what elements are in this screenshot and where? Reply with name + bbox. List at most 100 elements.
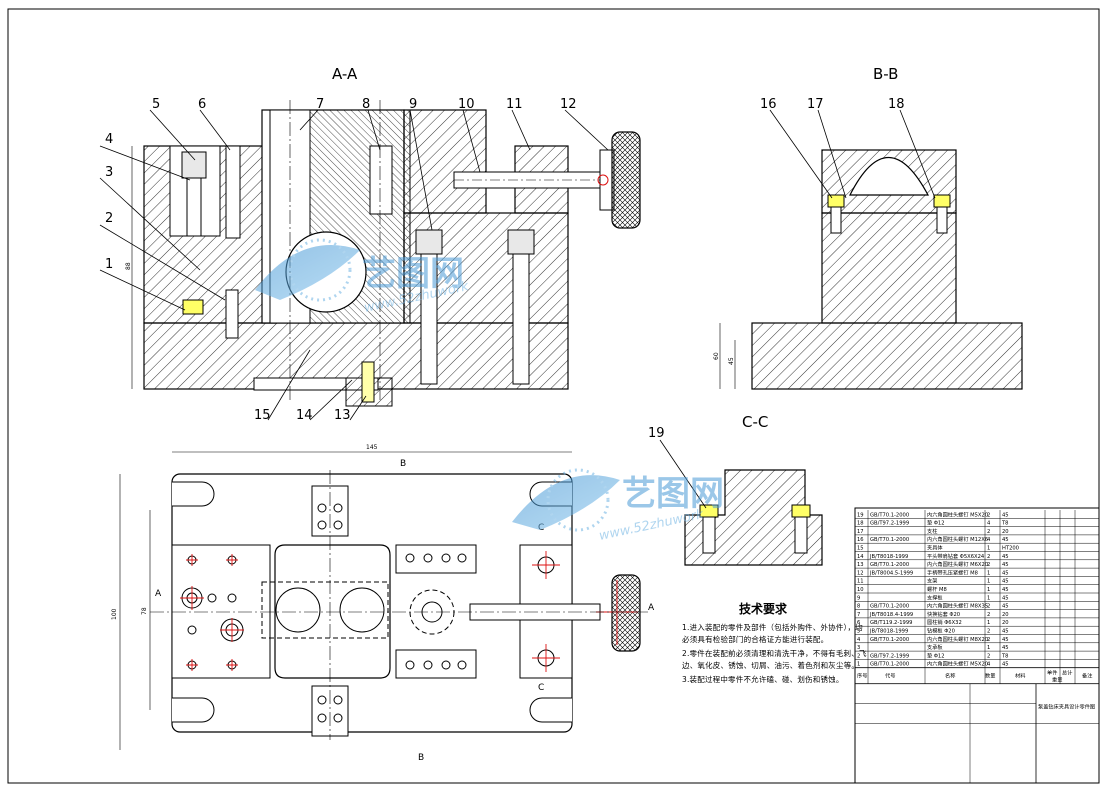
balloon-16: 16 [760, 97, 777, 112]
bom-cell: 4 [987, 537, 991, 543]
bom-cell: 10 [857, 587, 864, 593]
bom-cell: 45 [1002, 587, 1009, 593]
bom-cell: 垫 Φ12 [927, 651, 945, 659]
bom-cell: 20 [1002, 620, 1009, 626]
bom-cell: 45 [1002, 595, 1009, 601]
bom-cell: 4 [987, 662, 991, 668]
tech-requirements-title: 技术要求 [739, 602, 788, 616]
bom-cell: JB/T8018-1999 [869, 629, 908, 635]
bom-cell: GB/T70.1-2000 [870, 604, 909, 610]
bom-cell: 2 [987, 562, 990, 568]
title-block-name: 泵盖钻床夹具设计零件图 [1038, 703, 1095, 711]
bom-header-cell: 重量 [1052, 676, 1062, 684]
sheet-border [7, 8, 1100, 784]
bom-cell: 1 [987, 570, 990, 576]
section-mark-a-left: A [155, 589, 162, 599]
tech-line-5: 3.装配过程中零件不允许磕、碰、划伤和锈蚀。 [682, 675, 844, 684]
bom-cell: 钻模板 Φ20 [927, 627, 955, 635]
balloon-5: 5 [152, 97, 160, 112]
bom-cell: 4 [987, 521, 991, 527]
bom-cell: 1 [987, 595, 990, 601]
bom-cell: GB/T70.1-2000 [870, 562, 909, 568]
balloon-19: 19 [648, 426, 665, 441]
balloon-4: 4 [105, 132, 113, 147]
bom-cell: 2 [987, 629, 990, 635]
bom-cell: JB/T8018-1999 [869, 554, 908, 560]
view-aa-title: A-A [332, 65, 358, 83]
bom-cell: 2 [987, 554, 990, 560]
bom-cell: 4 [857, 637, 861, 643]
section-mark-a-right: A [648, 603, 655, 613]
tech-line-3: 2.零件在装配前必须清理和清洗干净，不得有毛刺、飞 [682, 649, 867, 658]
bom-cell: 2 [987, 604, 990, 610]
bom-header-cell: 序号 [857, 672, 867, 680]
bom-cell: 2 [987, 512, 990, 518]
view-plan: A A B B C C 145 100 78 [111, 444, 655, 763]
tech-line-1: 1.进入装配的零件及部件（包括外购件、外协件），均 [682, 623, 863, 632]
bom-cell: 45 [1002, 512, 1009, 518]
bom-cell: 快换钻套 Φ20 [927, 610, 960, 618]
bom-cell: 45 [1002, 554, 1009, 560]
bom-cell: 1 [857, 662, 860, 668]
bom-cell: 45 [1002, 604, 1009, 610]
bom-cell: 12 [857, 570, 864, 576]
view-bb-title: B-B [873, 65, 898, 83]
bom-cell: 2 [987, 529, 990, 535]
bom-cell: 2 [987, 653, 990, 659]
bom-cell: 18 [857, 521, 864, 527]
bom-cell: T8 [1001, 521, 1008, 527]
balloon-17: 17 [807, 97, 824, 112]
bom-row: 5 JB/T8018-1999 钻模板 Φ20 2 45 [855, 627, 1099, 635]
dim-bb-height1: 60 [713, 352, 720, 360]
watermark-brand-left: 艺图网 [362, 254, 464, 294]
bom-cell: 45 [1002, 562, 1009, 568]
bom-cell: 螺杆 M8 [927, 585, 947, 593]
bom-cell: 45 [1002, 537, 1009, 543]
bom-header-cell: 数量 [985, 672, 995, 680]
balloon-9: 9 [409, 97, 417, 112]
view-cc: C-C 19 [648, 413, 823, 566]
bom-cell: 支柱 [927, 527, 937, 535]
bom-cell: 11 [857, 579, 864, 585]
bom-cell: 圆柱销 Φ6X32 [927, 618, 962, 626]
balloon-7: 7 [316, 97, 324, 112]
bom-cell: 15 [857, 546, 864, 552]
balloon-2: 2 [105, 211, 113, 226]
bom-cell: 20 [1002, 529, 1009, 535]
bom-cell: GB/T70.1-2000 [870, 637, 909, 643]
bom-cell: 45 [1002, 629, 1009, 635]
watermark-brand-right: 艺图网 [622, 474, 724, 514]
bom-cell: 内六角圆柱头螺钉 M5X20 [927, 510, 988, 518]
bom-header-cell: 单件 [1047, 669, 1057, 677]
bom-cell: GB/T70.1-2000 [870, 662, 909, 668]
tech-line-2: 必须具有检验部门的合格证方能进行装配。 [682, 635, 829, 644]
bom-cell: 内六角圆柱头螺钉 M8X35 [927, 602, 988, 610]
bom-cell: 5 [857, 629, 860, 635]
bom-cell: 2 [857, 653, 860, 659]
bom-cell: 内六角圆柱头螺钉 M6X20 [927, 560, 988, 568]
bom-cell: HT200 [1002, 546, 1019, 552]
bom-cell: 14 [857, 554, 864, 560]
balloon-10: 10 [458, 97, 475, 112]
bom-cell: 手柄带孔压紧螺钉 M8 [927, 568, 978, 576]
bom-cell: T8 [1001, 653, 1008, 659]
bom-cell: 夹具体 [927, 544, 943, 552]
bom-cell: 2 [987, 637, 990, 643]
balloon-3: 3 [105, 165, 113, 180]
bom-header-cell: 名称 [945, 672, 955, 680]
balloon-11: 11 [506, 97, 523, 112]
bom-cell: 45 [1002, 645, 1009, 651]
bom-cell: 7 [857, 612, 860, 618]
bom-cell: GB/T70.1-2000 [870, 512, 909, 518]
balloon-8: 8 [362, 97, 370, 112]
bom-cell: 支架 [927, 577, 937, 585]
